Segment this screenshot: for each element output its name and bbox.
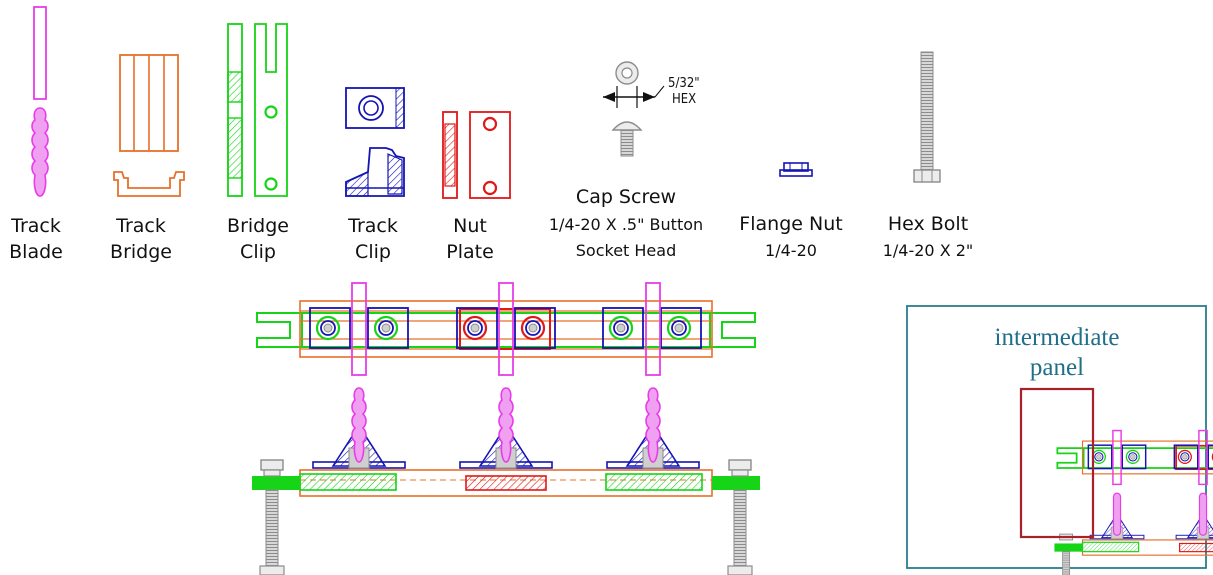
cap-screw-hex-label: HEX xyxy=(672,92,696,107)
hex-bolt-label-1: Hex Bolt xyxy=(888,213,968,235)
nut-plate-label-2: Plate xyxy=(446,241,494,263)
cap-screw-label-3: Socket Head xyxy=(576,241,676,260)
track-clip-label-2: Clip xyxy=(355,241,391,263)
track-clip-label-1: Track xyxy=(347,215,398,237)
screw-icon xyxy=(603,61,665,157)
intermediate-panel-highlight xyxy=(1019,387,1095,539)
bridge-clip-label-2: Clip xyxy=(240,241,276,263)
track-bridge-label-2: Bridge xyxy=(110,241,172,263)
intermediate-panel-inset: intermediate panel xyxy=(906,305,1213,575)
flange-nut-label-2: 1/4-20 xyxy=(765,241,817,260)
track-blade-label-1: Track xyxy=(10,215,61,237)
hex-bolt-label-2: 1/4-20 X 2" xyxy=(883,241,974,260)
panel-title-line-2: panel xyxy=(1030,354,1084,381)
bolt-icon xyxy=(913,51,941,183)
track-blade-part xyxy=(31,6,49,197)
bridge-clip-part xyxy=(227,23,288,197)
cap-screw-hex-size: 5/32" xyxy=(668,76,700,91)
panel-title-line-1: intermediate xyxy=(995,324,1120,351)
track-blade-label-2: Blade xyxy=(9,241,63,263)
assembly-side-view xyxy=(252,387,760,575)
track-bridge-part xyxy=(113,54,185,197)
assembly-top-view xyxy=(256,282,756,376)
flange-nut-label-1: Flange Nut xyxy=(739,213,842,235)
nut-plate-label-1: Nut xyxy=(453,215,487,237)
nut-plate-part xyxy=(442,111,511,199)
track-clip-part xyxy=(345,87,405,197)
track-bridge-label-1: Track xyxy=(115,215,166,237)
cap-screw-label-2: 1/4-20 X .5" Button xyxy=(549,215,703,234)
cap-screw-label-1: Cap Screw xyxy=(576,186,676,208)
nut-icon xyxy=(779,162,813,177)
bridge-clip-label-1: Bridge xyxy=(227,215,289,237)
